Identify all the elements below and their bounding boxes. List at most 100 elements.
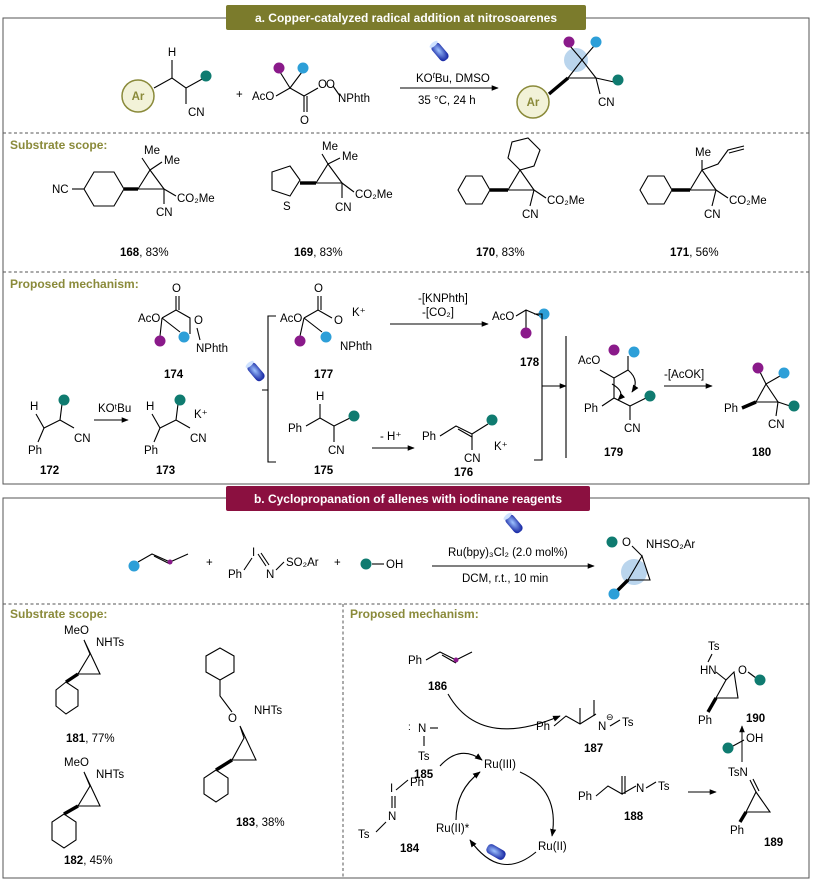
svg-text:AcO: AcO: [492, 311, 514, 323]
svg-text:Ru(II): Ru(II): [538, 841, 567, 853]
svg-text:O: O: [738, 665, 747, 677]
compound-189: TsN Ph 189: [728, 767, 783, 849]
svg-text:183, 38%: 183, 38%: [236, 817, 285, 829]
svg-text:186: 186: [428, 681, 447, 693]
svg-text:169, 83%: 169, 83%: [294, 247, 343, 259]
substrate-scope-title-a: Substrate scope:: [10, 138, 107, 152]
svg-text:SO₂Ar: SO₂Ar: [286, 557, 319, 569]
reaction-a-reactant-2: AcO O O O NPhth: [252, 62, 370, 127]
reaction-b-product: O NHSO₂Ar: [606, 536, 695, 600]
svg-text:AcO: AcO: [280, 313, 302, 325]
svg-text:⊖: ⊖: [606, 712, 614, 722]
svg-text:I: I: [390, 783, 393, 795]
svg-text:Ph: Ph: [144, 445, 158, 457]
svg-text:Ph: Ph: [584, 403, 598, 415]
reaction-b-alcohol: OH: [360, 558, 403, 571]
svg-text:182, 45%: 182, 45%: [64, 855, 113, 867]
svg-text:H: H: [316, 391, 324, 403]
compound-173: H Ph CN K⁺ 173: [144, 394, 208, 477]
svg-text:Me: Me: [342, 151, 358, 163]
svg-text:CN: CN: [328, 445, 345, 457]
svg-text:CN: CN: [464, 453, 481, 465]
svg-text:NHTs: NHTs: [254, 705, 282, 717]
svg-text:CO₂Me: CO₂Me: [177, 193, 215, 205]
panel-a-header-text: a. Copper-catalyzed radical addition at …: [255, 11, 557, 25]
svg-text:H: H: [168, 47, 176, 59]
svg-text:187: 187: [584, 743, 603, 755]
compound-174: AcO O O NPhth 174: [138, 283, 228, 381]
teal-dot: [200, 70, 212, 82]
svg-text:AcO: AcO: [578, 355, 600, 367]
compound-168: NC Me Me CO₂Me CN 168, 83%: [52, 145, 215, 259]
svg-text:-[AcOK]: -[AcOK]: [664, 369, 704, 381]
svg-text:Me: Me: [695, 147, 711, 159]
svg-text:N: N: [418, 723, 426, 735]
svg-text:CO₂Me: CO₂Me: [547, 195, 585, 207]
svg-text:CN: CN: [188, 107, 205, 119]
svg-text:CN: CN: [522, 209, 539, 221]
compound-182: MeO NHTs 182, 45%: [51, 757, 124, 867]
svg-text:179: 179: [604, 447, 623, 459]
svg-text:Ph: Ph: [422, 431, 436, 443]
svg-text:185: 185: [414, 769, 434, 781]
svg-text:NHSO₂Ar: NHSO₂Ar: [646, 539, 695, 551]
svg-text:Ph: Ph: [698, 715, 712, 727]
svg-text:AcO: AcO: [138, 313, 160, 325]
compound-187: Ph N ⊖ Ts 187: [536, 700, 634, 755]
svg-text:-[CO₂]: -[CO₂]: [422, 307, 454, 319]
svg-text:CO₂Me: CO₂Me: [355, 189, 393, 201]
svg-text:175: 175: [314, 465, 334, 477]
svg-text:Ts: Ts: [418, 751, 430, 763]
svg-text:O: O: [318, 79, 327, 91]
svg-text:OH: OH: [746, 733, 763, 745]
svg-text:NHTs: NHTs: [96, 637, 124, 649]
svg-text:170, 83%: 170, 83%: [476, 247, 525, 259]
svg-text:CO₂Me: CO₂Me: [729, 195, 767, 207]
svg-text:181, 77%: 181, 77%: [66, 733, 115, 745]
svg-text:Ph: Ph: [730, 825, 744, 837]
compound-178: AcO 178: [492, 308, 550, 369]
svg-text:173: 173: [156, 465, 175, 477]
svg-text:NHTs: NHTs: [96, 769, 124, 781]
svg-text:KOᵗBu: KOᵗBu: [98, 403, 131, 415]
svg-text:Ru(II)*: Ru(II)*: [436, 823, 470, 835]
reaction-a-product: Ar CN: [516, 36, 624, 119]
lamp-icon-b: [503, 512, 523, 534]
svg-text:NPhth: NPhth: [196, 343, 228, 355]
svg-text:172: 172: [40, 465, 59, 477]
svg-text:OH: OH: [386, 559, 403, 571]
compound-190: Ts HN O Ph 190: [698, 641, 766, 727]
svg-text:171, 56%: 171, 56%: [670, 247, 719, 259]
svg-text:N: N: [598, 721, 606, 733]
compound-177: AcO O O K⁺ NPhth 177: [280, 283, 372, 381]
svg-text:189: 189: [764, 837, 783, 849]
svg-text:K⁺: K⁺: [494, 441, 508, 453]
reaction-b-iodinane: Ph I N SO₂Ar: [228, 547, 319, 581]
compound-181: MeO NHTs 181, 77%: [55, 625, 124, 745]
compound-179: AcO Ph CN 179: [565, 336, 656, 459]
svg-text:NPhth: NPhth: [338, 93, 370, 105]
svg-text:Me: Me: [164, 155, 180, 167]
mechanism-title-a: Proposed mechanism:: [10, 277, 139, 291]
svg-text:MeO: MeO: [64, 625, 89, 637]
svg-text:Me: Me: [322, 141, 338, 153]
panel-b-header-text: b. Cyclopropanation of allenes with iodi…: [254, 492, 562, 506]
mechanism-title-b: Proposed mechanism:: [350, 607, 479, 621]
svg-text:CN: CN: [768, 419, 785, 431]
svg-text:DCM, r.t., 10 min: DCM, r.t., 10 min: [462, 573, 548, 585]
svg-text:O: O: [314, 283, 323, 295]
svg-text::: :: [408, 722, 411, 733]
svg-text:HN: HN: [700, 665, 717, 677]
ru-catalytic-cycle: Ru(III) Ru(II) Ru(II)*: [436, 752, 567, 866]
substrate-scope-title-b: Substrate scope:: [10, 607, 107, 621]
svg-text:+: +: [206, 557, 213, 569]
svg-text:CN: CN: [704, 209, 721, 221]
svg-text:CN: CN: [190, 433, 207, 445]
svg-text:S: S: [283, 201, 291, 213]
panel-b-header: [226, 486, 590, 511]
svg-text:O: O: [300, 115, 309, 127]
svg-text:Ts: Ts: [708, 641, 720, 653]
svg-text:176: 176: [454, 467, 473, 479]
panel-a-header: [226, 5, 586, 30]
